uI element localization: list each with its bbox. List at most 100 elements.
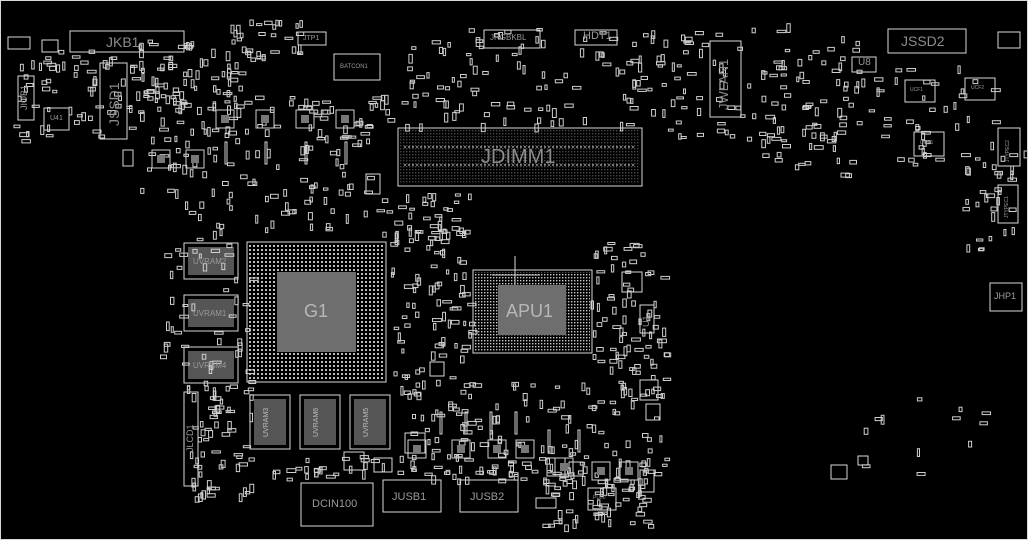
smd-component — [463, 320, 467, 327]
jusb2-connector — [459, 479, 519, 513]
smd-component — [167, 188, 175, 193]
smd-component — [203, 128, 207, 135]
smd-component — [619, 327, 624, 337]
smd-component — [630, 479, 635, 485]
smd-component — [520, 477, 528, 481]
smd-component — [174, 330, 183, 335]
smd-component — [727, 105, 736, 111]
smd-component — [183, 71, 188, 78]
smd-component — [431, 448, 441, 453]
smd-component — [588, 405, 598, 409]
smd-component — [88, 49, 96, 54]
smd-component — [536, 85, 542, 91]
smd-component — [128, 126, 137, 130]
smd-component — [448, 401, 454, 412]
smd-component — [168, 63, 178, 69]
smd-component — [416, 392, 422, 401]
smd-component — [242, 303, 250, 307]
smd-component — [996, 197, 1000, 206]
smd-component — [574, 439, 579, 450]
smd-component — [341, 135, 352, 139]
smd-component — [447, 42, 451, 48]
u41-chip — [43, 107, 70, 131]
smd-component — [246, 48, 254, 54]
smd-component — [483, 112, 490, 118]
smd-component — [609, 358, 618, 364]
smd-component — [460, 74, 467, 79]
smd-component — [680, 136, 687, 139]
smd-component — [19, 63, 24, 72]
smd-component — [148, 43, 159, 47]
smd-component — [653, 300, 657, 309]
smd-component — [799, 71, 805, 80]
smd-component — [619, 336, 624, 343]
smd-component — [978, 247, 985, 251]
smd-component — [569, 492, 575, 501]
smd-component — [348, 135, 357, 139]
smd-component — [206, 487, 210, 495]
smd-component — [629, 242, 640, 248]
smd-component — [631, 300, 636, 307]
smd-component — [270, 220, 275, 229]
smd-component — [76, 114, 83, 118]
smd-component — [231, 71, 239, 75]
smd-component — [284, 36, 294, 40]
smd-component — [207, 106, 215, 111]
smd-component — [621, 332, 627, 336]
smd-component — [629, 106, 639, 111]
smd-component — [430, 264, 438, 269]
smd-component — [335, 158, 339, 167]
smd-component — [965, 166, 970, 175]
smd-component — [211, 48, 216, 59]
smd-component — [432, 318, 442, 323]
smd-component — [243, 390, 250, 395]
smd-component — [772, 117, 776, 124]
smd-component — [440, 250, 445, 256]
smd-component — [566, 479, 573, 485]
smd-component — [771, 101, 779, 106]
smd-component — [20, 98, 27, 102]
smd-component — [178, 106, 183, 115]
smd-component — [185, 140, 190, 149]
smd-component — [400, 386, 404, 396]
smd-component — [820, 132, 825, 142]
smd-component — [138, 44, 143, 50]
smd-component — [309, 223, 314, 231]
smd-component — [23, 74, 29, 80]
smd-component — [489, 470, 496, 475]
smd-component — [683, 88, 686, 95]
smd-component — [170, 326, 174, 333]
smd-component — [399, 455, 404, 463]
uvram4-label: UVRAM4 — [193, 361, 227, 370]
smd-component — [776, 126, 781, 135]
smd-component — [510, 465, 515, 474]
smd-component — [991, 120, 1001, 125]
smd-component — [173, 101, 182, 106]
smd-component — [222, 92, 233, 96]
smd-component — [212, 360, 222, 365]
smd-component — [895, 68, 903, 73]
smd-component — [651, 388, 655, 395]
smd-component — [542, 523, 551, 529]
smd-component — [197, 464, 203, 470]
smd-component — [212, 396, 222, 401]
smd-component — [621, 261, 627, 268]
smd-component — [235, 138, 241, 145]
smd-component — [848, 102, 854, 108]
smd-component — [737, 46, 743, 51]
smd-component — [222, 181, 229, 186]
smd-component — [752, 113, 757, 120]
smd-component — [138, 110, 145, 114]
smd-component — [572, 519, 577, 529]
smd-component — [193, 464, 200, 469]
smd-component — [479, 442, 490, 448]
smd-component — [608, 294, 615, 298]
smd-component — [408, 212, 413, 220]
smd-component — [43, 60, 52, 65]
smd-component — [230, 24, 235, 34]
uvram6-chip — [299, 394, 341, 450]
smd-component — [470, 87, 480, 92]
smd-component — [629, 484, 634, 493]
smd-component — [19, 132, 30, 138]
